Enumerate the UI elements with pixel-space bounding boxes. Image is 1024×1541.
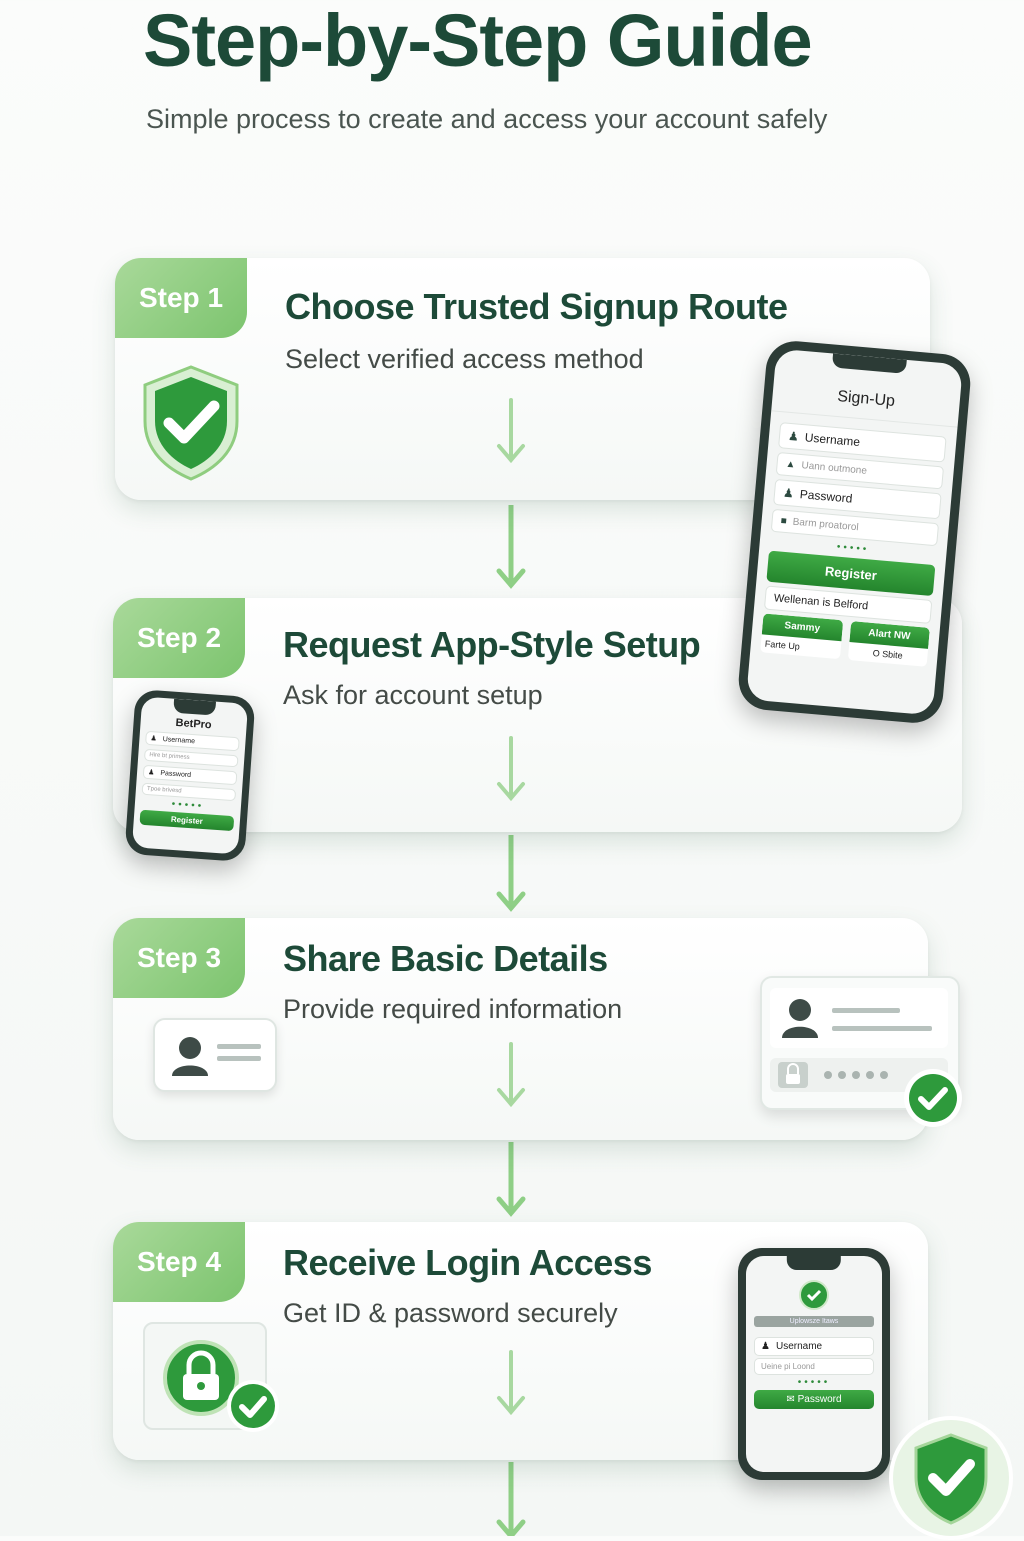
username-label: Username	[162, 735, 196, 745]
arrow-down-icon	[496, 1462, 526, 1536]
username-input[interactable]: Hire bt primess	[143, 748, 239, 768]
page-subtitle: Simple process to create and access your…	[146, 104, 828, 134]
arrow-down-icon	[497, 398, 525, 464]
username-label: Username	[804, 430, 861, 450]
user-icon: ▲	[785, 458, 796, 471]
arrow-down-icon	[496, 835, 526, 912]
step-title: Share Basic Details	[283, 938, 608, 979]
password-placeholder: Tpoe brivesd	[146, 786, 182, 795]
lock-icon: ■	[780, 515, 788, 528]
step-badge: Step 1	[115, 258, 247, 338]
arrow-down-icon	[496, 1142, 526, 1217]
password-placeholder: Barm proatorol	[792, 516, 860, 534]
page-title: Step-by-Step Guide	[143, 0, 813, 82]
lock-card	[143, 1322, 279, 1432]
username-input[interactable]: Ueine pi Loond	[754, 1358, 874, 1375]
mail-icon: ✉	[786, 1394, 798, 1405]
step-badge: Step 4	[113, 1222, 245, 1302]
username-placeholder: Hire bt primess	[149, 752, 190, 761]
step-badge: Step 2	[113, 598, 245, 678]
check-circle-icon	[799, 1280, 829, 1310]
arrow-down-icon	[497, 1350, 525, 1416]
password-label: Password	[799, 487, 853, 506]
arrow-down-icon	[496, 505, 526, 589]
phone-mockup-login: Uplowsze Itaws ♟Username Ueine pi Loond …	[738, 1248, 890, 1480]
step-title: Choose Trusted Signup Route	[285, 286, 788, 327]
step-subtitle: Get ID & password securely	[283, 1298, 618, 1328]
user-icon: ♟	[150, 735, 157, 743]
username-placeholder: Ueine pi Loond	[761, 1362, 815, 1371]
profile-card-icon	[153, 1018, 277, 1092]
password-label: Password	[160, 769, 192, 779]
arrow-down-icon	[497, 736, 525, 802]
user-icon: ♟	[761, 1341, 770, 1352]
user-icon: ♟	[787, 428, 800, 444]
user-icon: ♟	[782, 485, 795, 501]
page-dots: •••••	[797, 1377, 831, 1388]
step-subtitle: Ask for account setup	[283, 680, 543, 710]
arrow-down-icon	[497, 1042, 525, 1108]
user-icon: ♟	[147, 769, 155, 777]
shield-check-icon	[889, 1416, 1013, 1540]
password-button-label: Password	[797, 1394, 842, 1405]
check-circle-icon	[904, 1069, 962, 1127]
lock-icon	[163, 1340, 279, 1432]
step-subtitle: Select verified access method	[285, 344, 644, 374]
password-button[interactable]: ✉ Password	[754, 1390, 874, 1409]
step-title: Request App-Style Setup	[283, 624, 701, 665]
shield-check-icon	[143, 365, 239, 481]
step-title: Receive Login Access	[283, 1242, 652, 1283]
step-subtitle: Provide required information	[283, 994, 623, 1024]
phone-mockup-small: BetPro ♟Username Hire bt primess ♟Passwo…	[124, 689, 256, 862]
username-placeholder: Uann outmone	[801, 460, 868, 477]
step-badge: Step 3	[113, 918, 245, 998]
status-banner: Uplowsze Itaws	[754, 1316, 874, 1327]
username-label: Username	[775, 1341, 823, 1352]
phone-mockup-signup: Sign-Up ♟Username ▲Uann outmone ♟Passwor…	[736, 338, 973, 726]
